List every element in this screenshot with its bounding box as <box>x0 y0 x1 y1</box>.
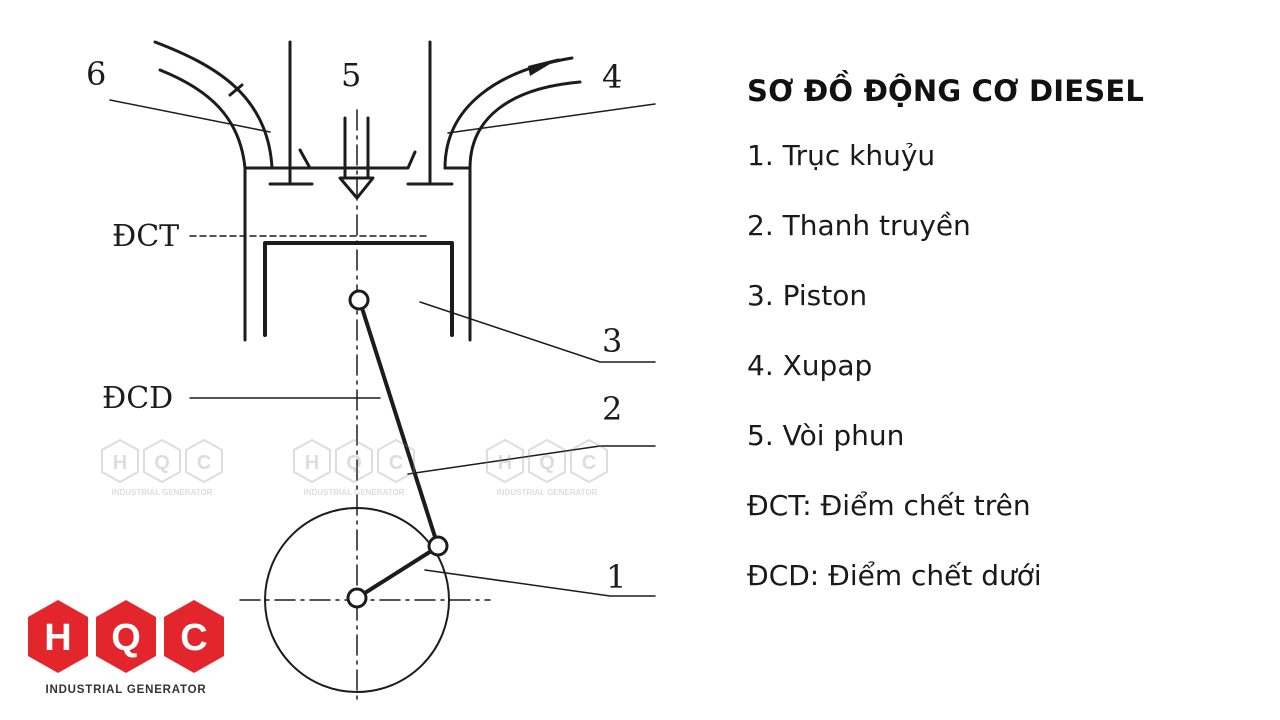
legend-item: 5. Vòi phun <box>747 419 905 452</box>
crank-arm <box>355 546 438 600</box>
legend-item: 3. Piston <box>747 279 868 312</box>
watermark-group: H Q C INDUSTRIAL GENERATOR H Q C INDUSTR… <box>101 438 608 497</box>
logo-hex-q <box>96 600 156 673</box>
legend-title: SƠ ĐỒ ĐỘNG CƠ DIESEL <box>747 74 1145 108</box>
right-valve <box>406 40 454 186</box>
engine-diagram: 6 5 4 3 2 1 ĐCT ĐCD H Q C INDUSTRIAL GEN… <box>28 40 656 706</box>
label-dcd: ĐCD <box>102 381 173 416</box>
svg-text:H: H <box>498 452 512 474</box>
svg-text:H: H <box>305 452 319 474</box>
right-port <box>443 56 582 170</box>
crank-circle <box>264 507 450 693</box>
svg-text:H: H <box>44 617 71 659</box>
connecting-rod <box>360 306 438 542</box>
svg-text:C: C <box>582 452 596 474</box>
label-dct: ĐCT <box>112 219 179 254</box>
legend-item: ĐCD: Điểm chết dưới <box>747 559 1042 592</box>
watermark-logo: H Q C INDUSTRIAL GENERATOR <box>486 438 608 497</box>
svg-text:C: C <box>180 617 207 659</box>
svg-text:H: H <box>113 452 127 474</box>
svg-text:Q: Q <box>111 617 141 659</box>
cylinder <box>243 148 472 342</box>
wrist-pin <box>348 289 370 311</box>
brand-logo: H Q C INDUSTRIAL GENERATOR <box>28 600 224 696</box>
flow-arrow-icon <box>528 58 560 76</box>
svg-text:Q: Q <box>346 452 362 474</box>
left-valve <box>268 40 314 186</box>
label-4: 4 <box>602 58 622 96</box>
left-port <box>153 40 274 170</box>
label-1: 1 <box>606 558 626 596</box>
leader-lines <box>109 99 656 597</box>
legend-list: 1. Trục khuỷu 2. Thanh truyền 3. Piston … <box>747 134 1267 624</box>
injector <box>338 116 375 200</box>
label-3: 3 <box>602 322 622 360</box>
legend-item: 2. Thanh truyền <box>747 209 971 242</box>
svg-text:C: C <box>389 452 403 474</box>
svg-text:Q: Q <box>154 452 170 474</box>
piston <box>263 241 454 337</box>
svg-text:INDUSTRIAL GENERATOR: INDUSTRIAL GENERATOR <box>112 488 213 497</box>
svg-text:Q: Q <box>539 452 555 474</box>
label-2: 2 <box>602 390 622 428</box>
logo-hex-h <box>28 600 88 673</box>
logo-hex-c <box>164 600 224 673</box>
svg-text:INDUSTRIAL GENERATOR: INDUSTRIAL GENERATOR <box>497 488 598 497</box>
label-6: 6 <box>86 55 106 93</box>
crank-pin <box>427 535 449 557</box>
crank-shaft-center <box>346 587 368 609</box>
svg-text:C: C <box>197 452 211 474</box>
svg-text:INDUSTRIAL GENERATOR: INDUSTRIAL GENERATOR <box>304 488 405 497</box>
logo-tagline: INDUSTRIAL GENERATOR <box>45 684 206 696</box>
legend-item: 4. Xupap <box>747 349 873 382</box>
watermark-logo: H Q C INDUSTRIAL GENERATOR <box>293 438 415 497</box>
watermark-logo: H Q C INDUSTRIAL GENERATOR <box>101 438 223 497</box>
legend-item: 1. Trục khuỷu <box>747 139 936 172</box>
label-5: 5 <box>341 56 361 94</box>
legend-item: ĐCT: Điểm chết trên <box>747 489 1031 522</box>
legend-panel: SƠ ĐỒ ĐỘNG CƠ DIESEL 1. Trục khuỷu 2. Th… <box>747 74 1267 624</box>
